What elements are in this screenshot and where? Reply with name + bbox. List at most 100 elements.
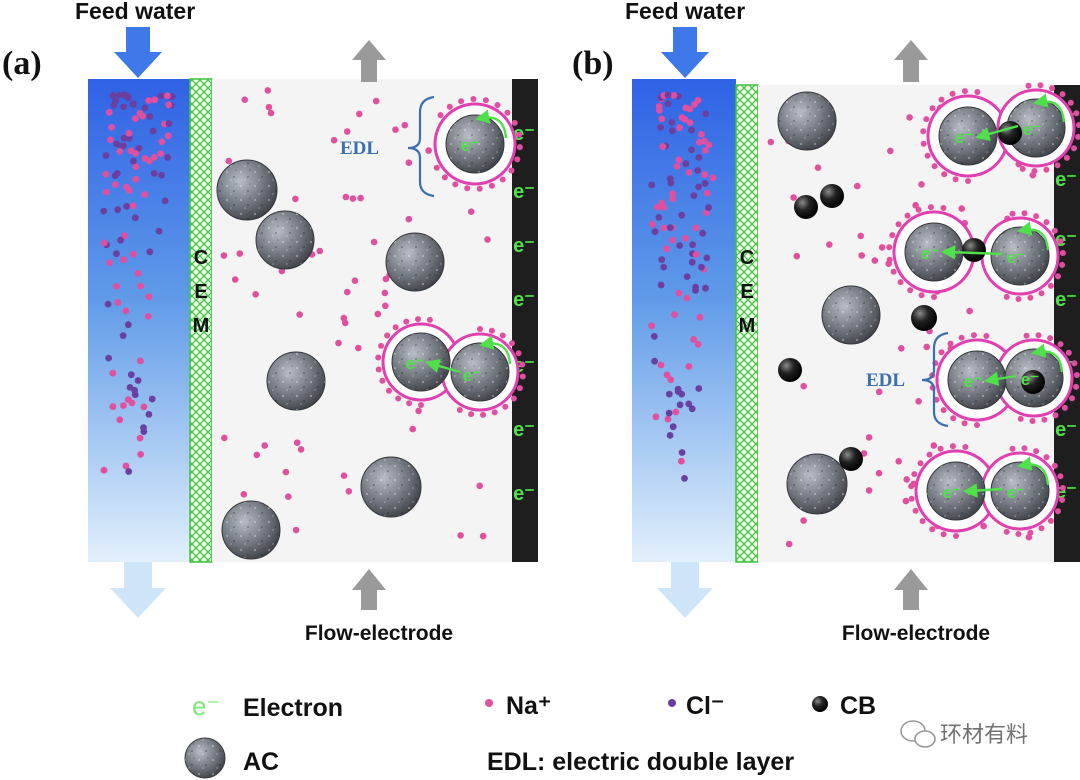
edl-ion	[947, 340, 954, 347]
cl-ion	[110, 102, 118, 109]
cl-ion	[682, 160, 690, 168]
edl-ion	[1059, 261, 1066, 268]
na-ion	[930, 442, 938, 449]
electron-mark: e⁻	[1007, 248, 1025, 267]
cl-ion	[113, 250, 120, 258]
ac-texture	[991, 227, 1049, 285]
panel-b-label: (b)	[572, 45, 614, 82]
na-ion	[267, 109, 275, 117]
na-ion	[669, 190, 676, 198]
na-ion	[340, 472, 348, 480]
cl-ion	[131, 214, 139, 222]
panel-a-cem-e: E	[194, 281, 207, 303]
cl-ion	[676, 242, 683, 249]
electron-mark: e⁻	[463, 366, 481, 385]
edl-ion	[1031, 168, 1038, 174]
na-ion	[150, 154, 158, 161]
cl-ion	[650, 333, 658, 340]
cl-ion	[135, 144, 143, 152]
panel-b-cem-c: C	[740, 247, 754, 269]
panel-b-outlet-arrow	[657, 562, 713, 618]
panel-b-flow-label: Flow-electrode	[842, 622, 990, 645]
na-ion	[696, 138, 703, 146]
edl-ion	[927, 204, 934, 211]
edl-ion	[958, 334, 965, 341]
edl-ion	[908, 483, 915, 490]
edl-ion	[477, 326, 483, 332]
edl-ion	[519, 361, 526, 368]
edl-ion	[974, 422, 980, 428]
electron-arrow	[962, 483, 1003, 498]
cl-ion	[129, 100, 137, 108]
electron-mark: e⁻	[1021, 370, 1039, 389]
cl-ion	[113, 140, 120, 148]
na-ion	[282, 468, 290, 476]
electron-mark: e⁻	[1055, 289, 1077, 311]
legend-cb-label: CB	[840, 692, 876, 720]
na-ion	[958, 205, 965, 212]
cl-ion	[705, 204, 712, 211]
na-ion	[875, 388, 883, 396]
ac-texture	[948, 351, 1006, 409]
cl-ion	[161, 197, 169, 205]
edl-ion	[1033, 448, 1040, 455]
na-ion	[701, 147, 709, 154]
cl-ion	[105, 354, 112, 362]
cl-ion	[689, 241, 696, 249]
edl-ion	[375, 366, 382, 373]
cl-ion	[695, 385, 703, 392]
cl-ion	[114, 206, 122, 214]
cl-ion	[117, 236, 124, 244]
edl-ion	[1057, 341, 1064, 348]
cl-ion	[130, 157, 137, 165]
na-ion	[683, 294, 691, 302]
panel-a-feed-arrow	[114, 27, 162, 78]
panel-b-top-arrow	[894, 40, 928, 82]
na-ion	[898, 345, 905, 352]
wechat-icon	[900, 720, 936, 748]
edl-ion	[897, 279, 904, 286]
na-ion	[121, 232, 128, 240]
edl-ion	[949, 90, 956, 97]
na-ion	[902, 497, 910, 505]
na-ion	[690, 336, 697, 343]
cl-ion	[134, 377, 142, 384]
ac-texture	[446, 115, 504, 173]
edl-ion	[940, 407, 947, 414]
cb-particle	[794, 195, 818, 219]
edl-ion	[1009, 445, 1016, 452]
cl-ion	[699, 229, 707, 237]
edl-ion	[1052, 412, 1059, 419]
panel-a-outlet-arrow	[110, 562, 166, 618]
ac-texture	[822, 286, 880, 344]
na-ion	[108, 123, 115, 131]
cl-ion	[165, 120, 173, 127]
cl-ion	[651, 357, 658, 365]
edl-ion	[953, 533, 959, 539]
panel-a-cem-c: C	[194, 247, 208, 269]
edl-ion	[488, 182, 495, 189]
na-ion	[132, 115, 139, 123]
na-ion	[127, 147, 135, 155]
edl-ion	[929, 105, 936, 112]
cl-ion	[146, 113, 154, 120]
na-ion	[686, 119, 694, 126]
electron-mark: e⁻	[461, 136, 479, 155]
electron-arrow	[983, 371, 1017, 386]
edl-ion	[386, 387, 392, 394]
edl-ion	[1033, 213, 1040, 220]
na-ion	[164, 132, 172, 140]
na-ion	[653, 203, 661, 211]
na-ion	[116, 416, 124, 424]
electron-mark: e⁻	[1055, 419, 1077, 441]
cl-ion	[702, 284, 709, 292]
cl-ion	[690, 192, 698, 200]
na-ion	[120, 256, 127, 264]
na-ion	[865, 487, 873, 494]
edl-ion	[1071, 360, 1078, 367]
legend-electron-label: Electron	[243, 694, 343, 722]
panel-b-feed-label: Feed water	[625, 0, 745, 24]
cl-ion	[660, 263, 668, 271]
na-ion	[392, 126, 399, 133]
panel-b-cb-particles	[778, 184, 937, 471]
